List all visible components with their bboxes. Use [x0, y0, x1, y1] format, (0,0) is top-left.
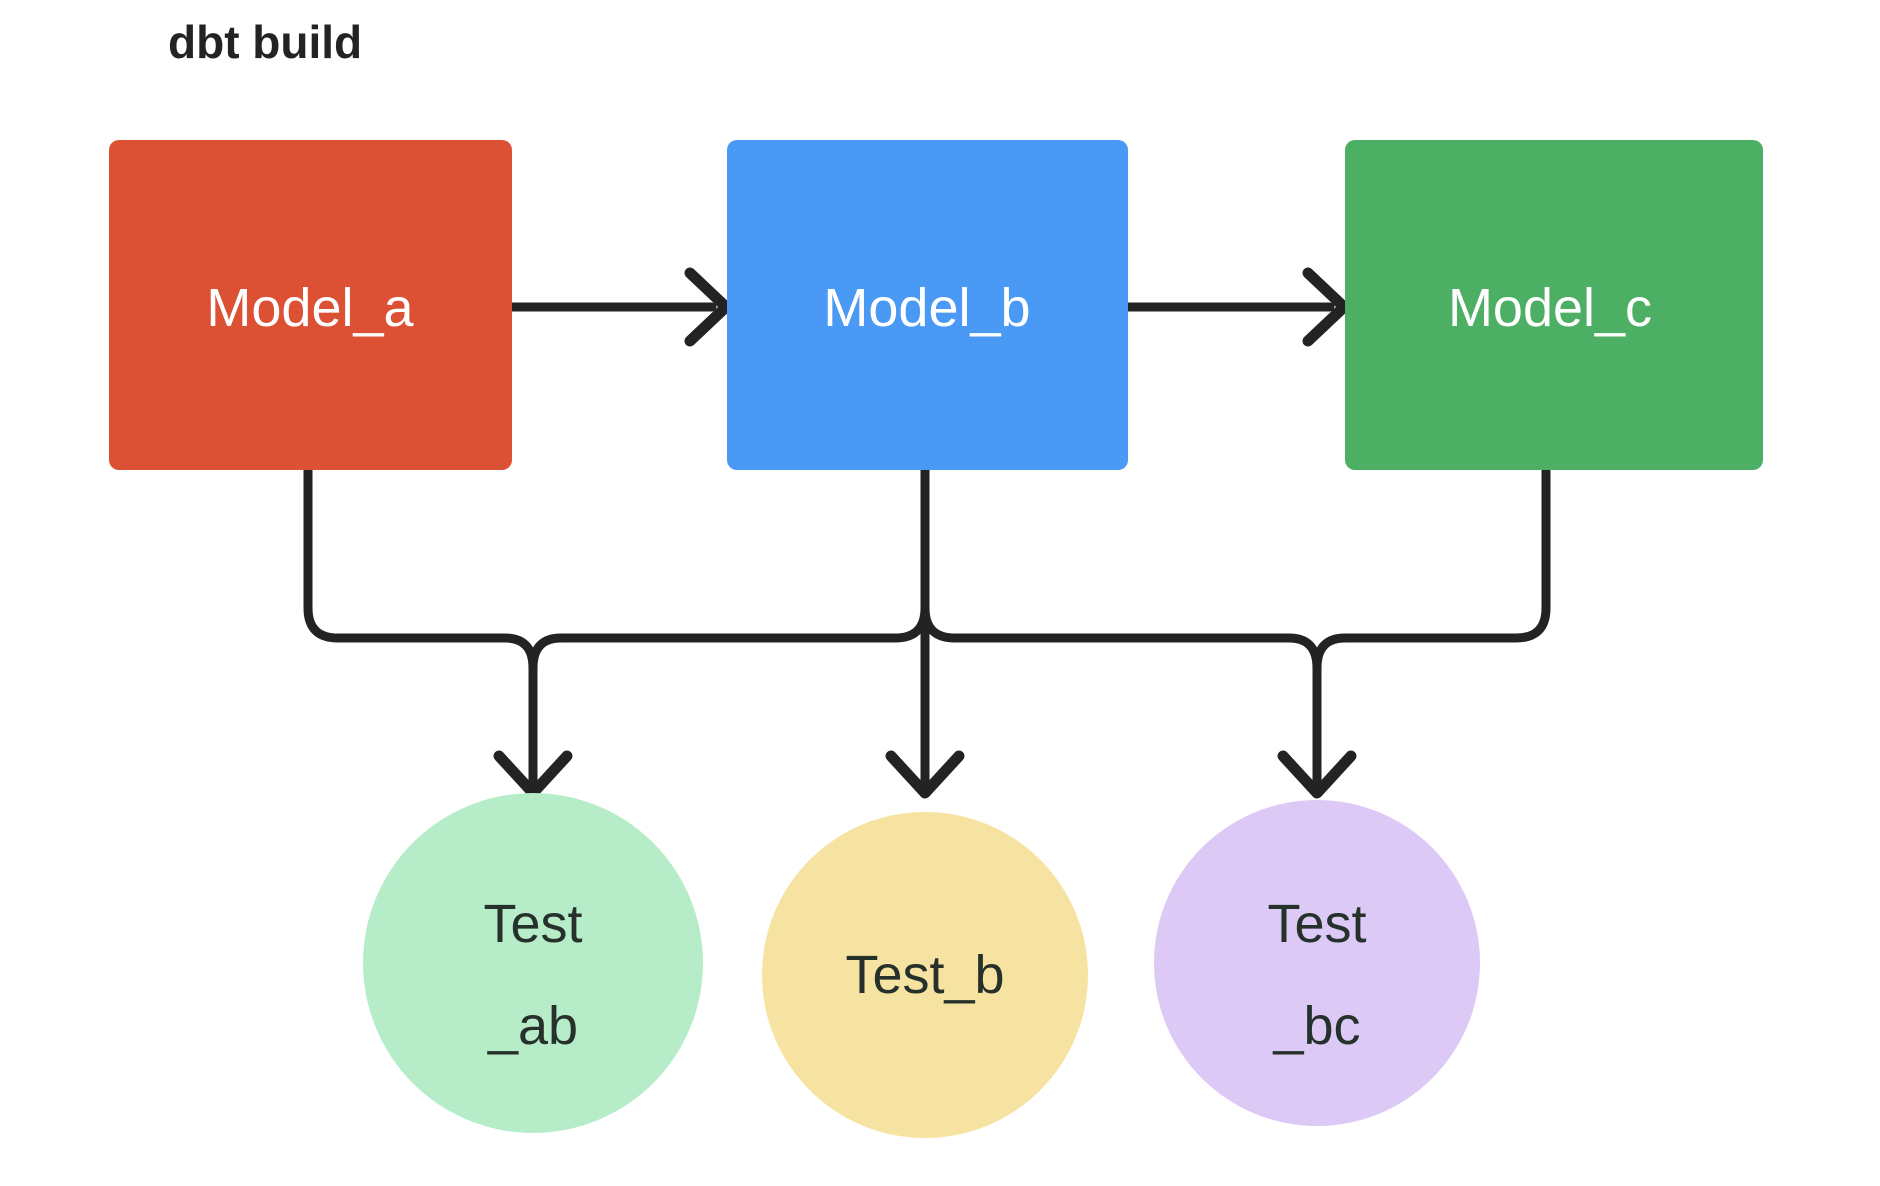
node-test-b[interactable]: Test_b: [762, 812, 1088, 1138]
test-bc-label-line2: _bc: [1272, 996, 1360, 1056]
node-model-a[interactable]: Model_a: [109, 140, 512, 470]
model-a-label: Model_a: [206, 278, 414, 338]
node-model-b[interactable]: Model_b: [727, 140, 1128, 470]
edge-model-a-to-test-ab: [303, 465, 573, 799]
test-bc-label-line1: Test: [1267, 894, 1366, 954]
model-b-shape[interactable]: [727, 140, 1128, 470]
edge-model-b-to-test-b: [885, 465, 965, 799]
model-b-label: Model_b: [823, 278, 1030, 338]
test-ab-label-line2: _ab: [487, 996, 578, 1056]
edge-model-c-to-test-bc: [1312, 465, 1551, 673]
diagram-title: dbt build: [168, 16, 362, 68]
test-b-shape[interactable]: [762, 812, 1088, 1138]
edge-model-b-to-test-bc: [920, 603, 1357, 799]
model-a-shape[interactable]: [109, 140, 512, 470]
node-test-ab[interactable]: Test _ab: [363, 793, 703, 1133]
model-c-label: Model_c: [1448, 278, 1652, 338]
edge-model-a-to-model-b: [507, 267, 732, 347]
node-test-bc[interactable]: Test _bc: [1154, 800, 1480, 1126]
test-ab-shape[interactable]: [363, 793, 703, 1133]
edge-model-b-to-test-ab: [528, 465, 930, 673]
test-ab-label-line1: Test: [483, 894, 582, 954]
test-b-label-line1: Test_b: [845, 945, 1004, 1005]
model-c-shape[interactable]: [1345, 140, 1763, 470]
node-model-c[interactable]: Model_c: [1345, 140, 1763, 470]
test-bc-shape[interactable]: [1154, 800, 1480, 1126]
edge-model-b-to-model-c: [1123, 267, 1350, 347]
